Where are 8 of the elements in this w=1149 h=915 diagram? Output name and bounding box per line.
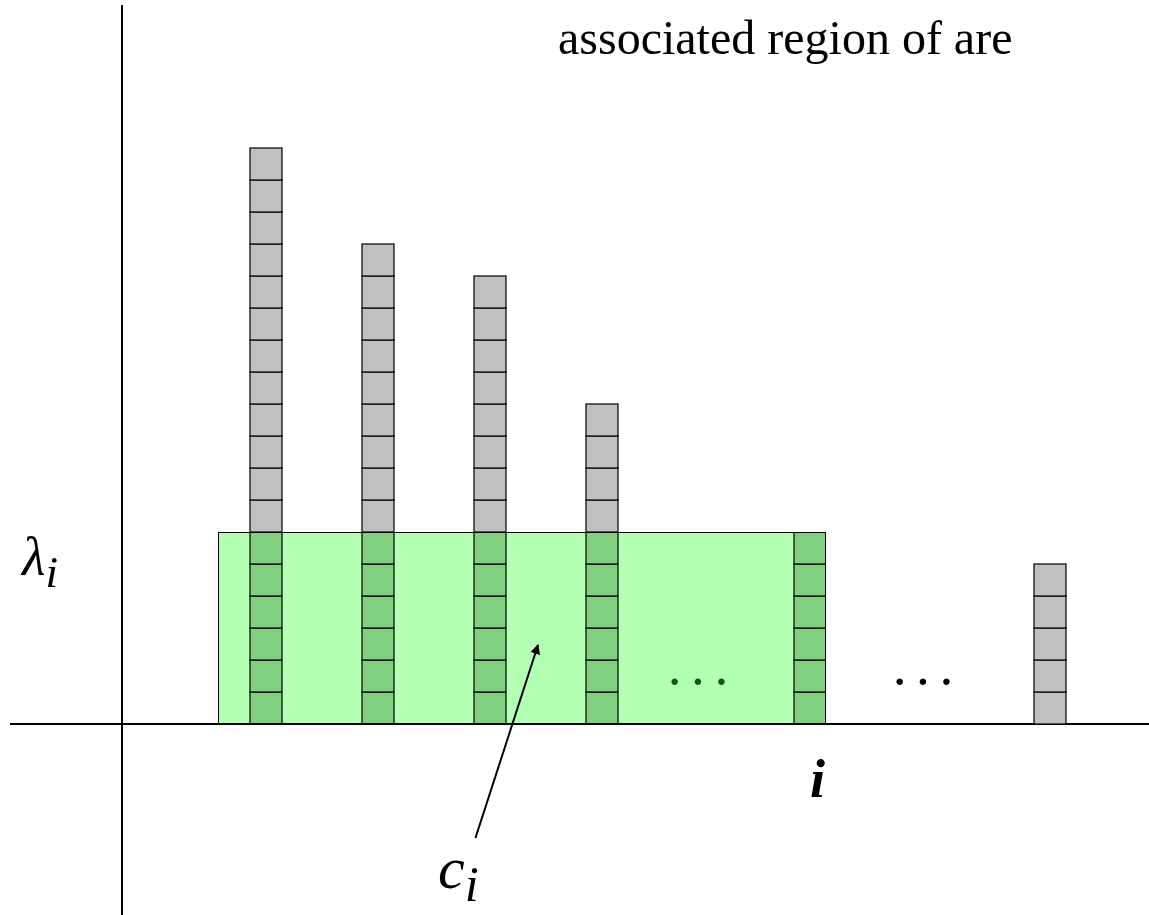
math-label: i [810,752,825,806]
leader-line [474,644,540,839]
heading: associated region of are [558,14,1013,62]
highlighted-region [218,532,826,724]
math-label: λ$_{i}$ [22,530,58,595]
ellipsis-text: · · · [668,662,729,702]
math-label: c$_{i}$ [438,838,516,902]
ellipsis-text: · · · [893,662,954,702]
